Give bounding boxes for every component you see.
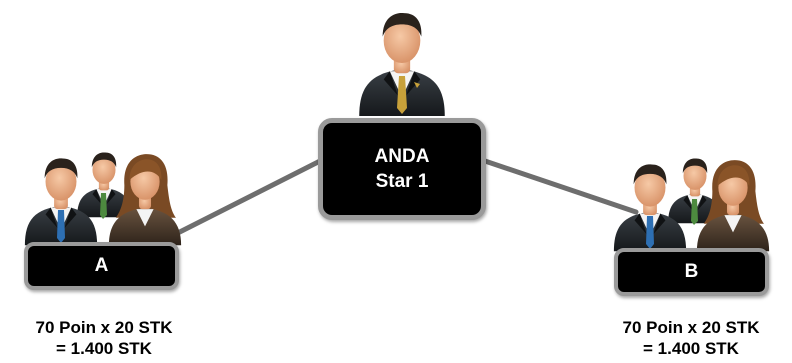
node-b: B <box>614 248 769 296</box>
business-team-icon-left <box>24 152 182 246</box>
calculation-a-line2: = 1.400 STK <box>56 339 152 358</box>
center-node-line2: Star 1 <box>375 171 429 192</box>
calculation-b: 70 Poin x 20 STK = 1.400 STK <box>591 317 791 359</box>
single-businessman-icon <box>359 13 445 116</box>
calculation-b-line2: = 1.400 STK <box>643 339 739 358</box>
business-team-icon-right <box>613 158 770 252</box>
node-b-label: B <box>684 261 699 282</box>
connector-line-a <box>153 157 325 247</box>
node-a-label: A <box>94 255 109 276</box>
calculation-b-line1: 70 Poin x 20 STK <box>622 318 760 337</box>
connector-line-b <box>479 157 639 215</box>
center-node-anda: ANDA Star 1 <box>318 118 486 220</box>
calculation-a: 70 Poin x 20 STK = 1.400 STK <box>4 317 204 359</box>
node-a: A <box>24 242 179 290</box>
center-node-line1: ANDA <box>374 146 430 167</box>
calculation-a-line1: 70 Poin x 20 STK <box>35 318 173 337</box>
